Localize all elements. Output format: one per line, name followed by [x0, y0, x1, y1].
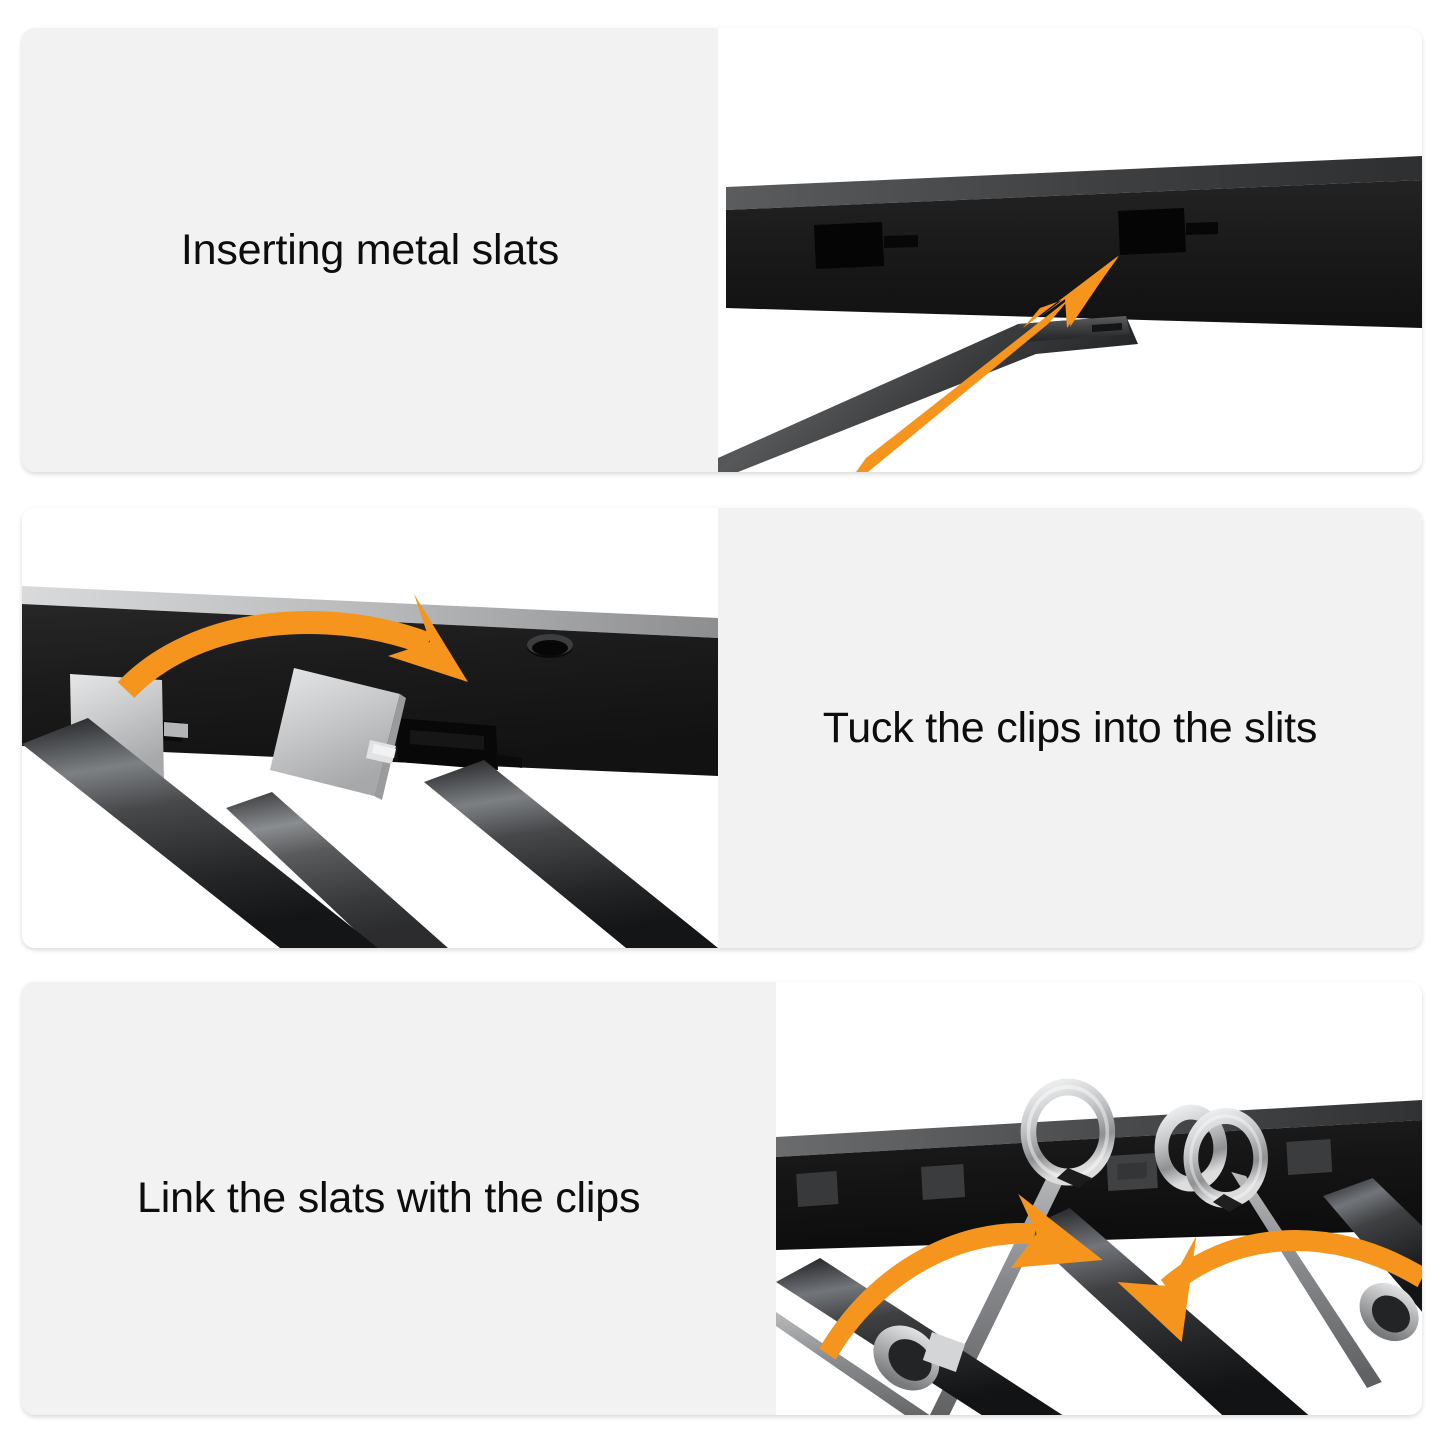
- link-arrow-left: [819, 1194, 1103, 1360]
- rail-face: [726, 180, 1422, 328]
- silver-collar-left: [873, 1325, 965, 1391]
- tubular-slat-c: [226, 792, 448, 948]
- rail-slot-left: [814, 222, 918, 269]
- step-1-illustration: [718, 28, 1422, 472]
- rail-slit-open: [396, 718, 522, 770]
- tubular-slat-a: [22, 718, 378, 948]
- slat-into-rail-slot-graphic: [718, 28, 1422, 472]
- step-1-caption: Inserting metal slats: [180, 225, 560, 274]
- step-card-1: Inserting metal slats: [22, 28, 1422, 472]
- clip-into-slit-graphic: [22, 508, 718, 948]
- silver-wire-clip-right: [1231, 1172, 1382, 1388]
- c-ring-right-b: [1183, 1108, 1268, 1212]
- slat-end-tab: [1092, 323, 1122, 332]
- tubular-slat-b: [424, 760, 718, 948]
- step-2-illustration: [22, 508, 718, 948]
- step-card-3: Link the slats with the clips: [22, 982, 1422, 1415]
- rail-slot-right: [1118, 208, 1218, 255]
- rail-top-edge: [726, 156, 1422, 210]
- step-3-caption-panel: Link the slats with the clips: [22, 982, 776, 1415]
- tuck-arrow: [117, 594, 468, 699]
- link-arrow-right: [1117, 1230, 1422, 1342]
- rail-top-edge: [22, 586, 718, 638]
- silver-clip-tilted: [270, 668, 406, 800]
- step-3-illustration: [775, 982, 1422, 1415]
- slat-socket-2: [920, 1164, 965, 1200]
- step-card-2: Tuck the clips into the slits: [22, 508, 1422, 948]
- silver-collar-right: [1359, 1282, 1419, 1342]
- slat-socket-1: [796, 1171, 839, 1207]
- step-2-caption-panel: Tuck the clips into the slits: [718, 508, 1422, 948]
- screw-hole-bore: [532, 640, 568, 656]
- step-2-caption: Tuck the clips into the slits: [822, 703, 1318, 752]
- rail-top-edge: [775, 1100, 1422, 1157]
- step-1-caption-panel: Inserting metal slats: [22, 28, 718, 472]
- slats-linked-with-clips-graphic: [775, 982, 1422, 1415]
- slat-socket-4: [1286, 1139, 1333, 1175]
- insert-arrow: [856, 256, 1119, 472]
- step-3-caption: Link the slats with the clips: [137, 1174, 641, 1222]
- slat-socket-3: [1106, 1153, 1158, 1191]
- c-ring-left: [1020, 1078, 1115, 1188]
